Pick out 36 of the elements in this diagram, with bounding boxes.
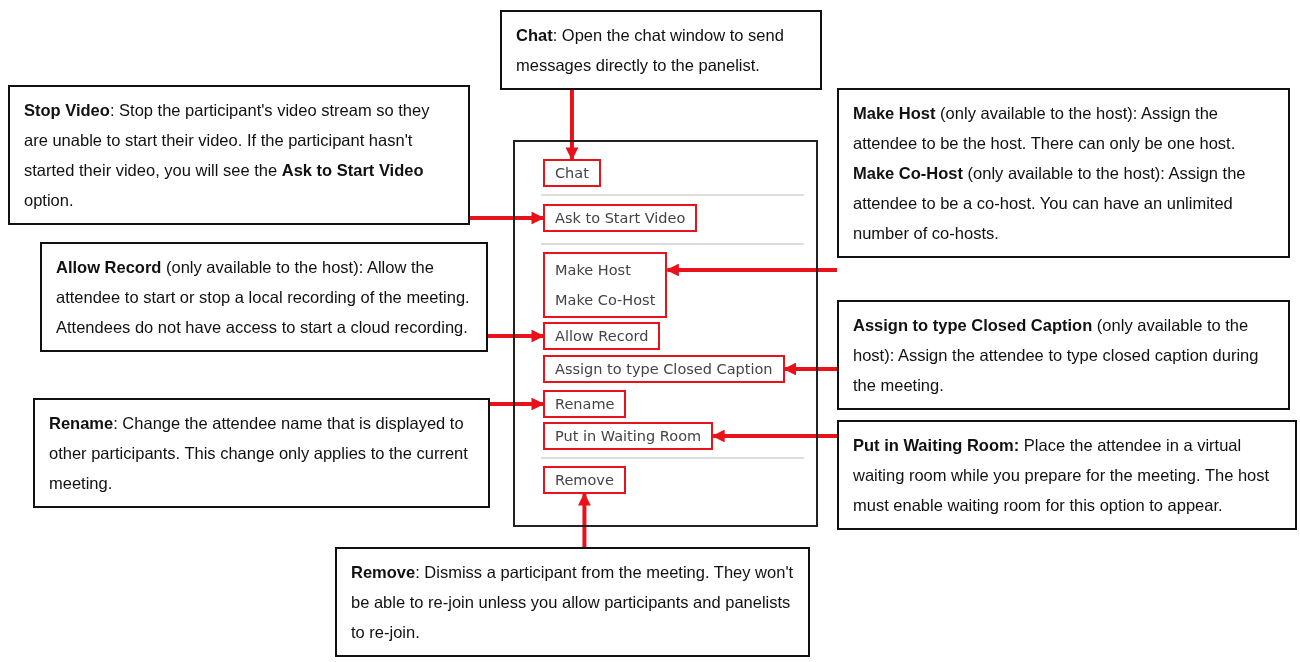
callout-text: Remove: Dismiss a participant from the meeting. They won't be able to re-join unless you allow participants and panelists to re-join.: [351, 562, 794, 643]
arrow: [711, 429, 837, 443]
callout-text: Rename: Change the attendee name that is displayed to other participants. This change only applies to the current meeting.: [49, 413, 469, 494]
menu-item: Chat: [543, 159, 601, 187]
callout-box: [335, 547, 810, 657]
menu-item-label: Make Host: [555, 261, 632, 280]
callout-box: [33, 398, 490, 508]
callout-box: [837, 420, 1297, 530]
arrow: [488, 329, 545, 343]
callout-box: [837, 300, 1290, 410]
menu-item: [543, 252, 668, 318]
callout-text: Put in Waiting Room: Place the attendee in a virtual waiting room while you prepare for the meeting. The host must enable waiting room for this option to appear.: [853, 435, 1271, 516]
callout-text: Chat: Open the chat window to send messages directly to the panelist.: [516, 25, 785, 76]
arrow: [666, 263, 837, 277]
callout-text: Allow Record (only available to the host): Allow the attendee to start or stop a local recording of the meeting. Attendees do not have access to start a cloud recording.: [56, 257, 471, 338]
callout-box: [837, 88, 1290, 258]
arrow: [578, 492, 591, 547]
callout-text: Make Co-Host (only available to the host): Assign the attendee to be a co-host. You can have an unlimited number of co-hosts.: [853, 163, 1247, 244]
menu-panel: [513, 140, 818, 527]
menu-item: Rename: [543, 390, 627, 418]
menu-item: Remove: [543, 466, 626, 494]
menu-item: Ask to Start Video: [543, 204, 698, 232]
arrow: [490, 397, 545, 411]
menu-item: Allow Record: [543, 322, 661, 350]
arrow: [565, 90, 579, 161]
callout-box: [8, 85, 470, 225]
callout-box: [40, 242, 488, 352]
menu-item: Assign to type Closed Caption: [543, 355, 785, 383]
callout-box: [500, 10, 822, 90]
menu-item: Put in Waiting Room: [543, 422, 714, 450]
callout-text: Make Host (only available to the host): Assign the attendee to be the host. There can only be one host.: [853, 103, 1237, 154]
callout-text: Assign to type Closed Caption (only available to the host): Assign the attendee to type closed caption during the meeting.: [853, 315, 1260, 396]
callout-text: Stop Video: Stop the participant's video stream so they are unable to start their video. If the participant hasn't started their video, you will see the Ask to Start Video option.: [24, 100, 431, 211]
arrow: [783, 362, 837, 376]
arrow: [470, 211, 545, 225]
menu-item-label: Make Co-Host: [555, 291, 656, 310]
